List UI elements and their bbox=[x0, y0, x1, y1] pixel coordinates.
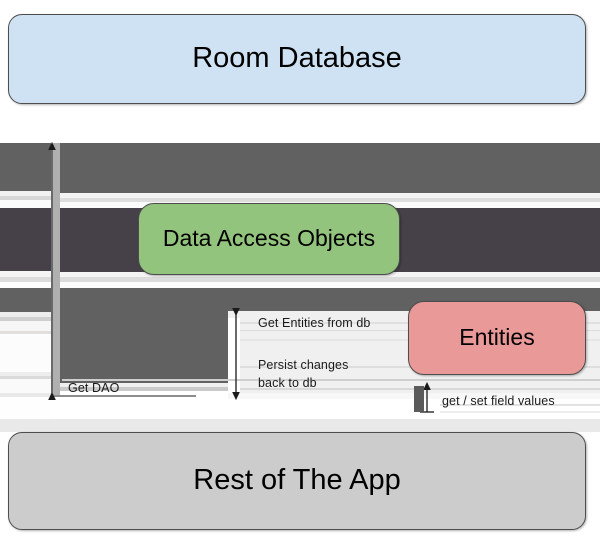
artifact-band bbox=[0, 334, 51, 372]
artifact-band bbox=[60, 277, 600, 282]
artifact-band bbox=[60, 198, 600, 202]
artifact-band bbox=[60, 143, 600, 193]
node-room-database[interactable]: Room Database bbox=[8, 14, 586, 104]
node-rest-of-the-app[interactable]: Rest of The App bbox=[8, 432, 586, 530]
artifact-band bbox=[0, 372, 51, 376]
artifact-band bbox=[0, 376, 51, 379]
node-data-access-objects[interactable]: Data Access Objects bbox=[138, 203, 400, 275]
artifact-band bbox=[0, 271, 51, 277]
artifact-band bbox=[0, 282, 51, 288]
artifact-band bbox=[60, 282, 600, 288]
edge-label-persist: Persist changes back to db bbox=[258, 358, 349, 391]
artifact-band bbox=[0, 143, 51, 191]
artifact-band bbox=[0, 419, 51, 432]
artifact-band bbox=[0, 317, 51, 321]
artifact-band bbox=[0, 277, 51, 282]
node-room-database-label: Room Database bbox=[192, 42, 402, 75]
artifact-band bbox=[0, 379, 51, 393]
edge-label-get-entities: Get Entities from db bbox=[258, 316, 371, 330]
node-entities[interactable]: Entities bbox=[408, 301, 586, 375]
edge-label-field-values: get / set field values bbox=[442, 394, 555, 408]
artifact-band bbox=[0, 393, 51, 397]
artifact-band bbox=[0, 191, 51, 196]
edge-label-get-dao: Get DAO bbox=[68, 381, 120, 395]
artifact-band bbox=[0, 288, 51, 312]
artifact-band bbox=[0, 208, 51, 271]
artifact-band bbox=[53, 143, 60, 395]
edge-field-values bbox=[414, 381, 434, 413]
artifact-band bbox=[0, 331, 51, 334]
node-rest-of-the-app-label: Rest of The App bbox=[193, 464, 401, 497]
artifact-band bbox=[60, 311, 228, 383]
artifact-band bbox=[60, 193, 600, 198]
artifact-scanline bbox=[440, 411, 600, 413]
artifact-band bbox=[0, 397, 51, 419]
artifact-band bbox=[0, 196, 51, 200]
artifact-band bbox=[0, 200, 51, 208]
node-data-access-objects-label: Data Access Objects bbox=[162, 225, 376, 252]
node-entities-label: Entities bbox=[459, 324, 535, 351]
artifact-band bbox=[0, 419, 600, 432]
artifact-band bbox=[0, 321, 51, 331]
artifact-band bbox=[0, 312, 51, 317]
